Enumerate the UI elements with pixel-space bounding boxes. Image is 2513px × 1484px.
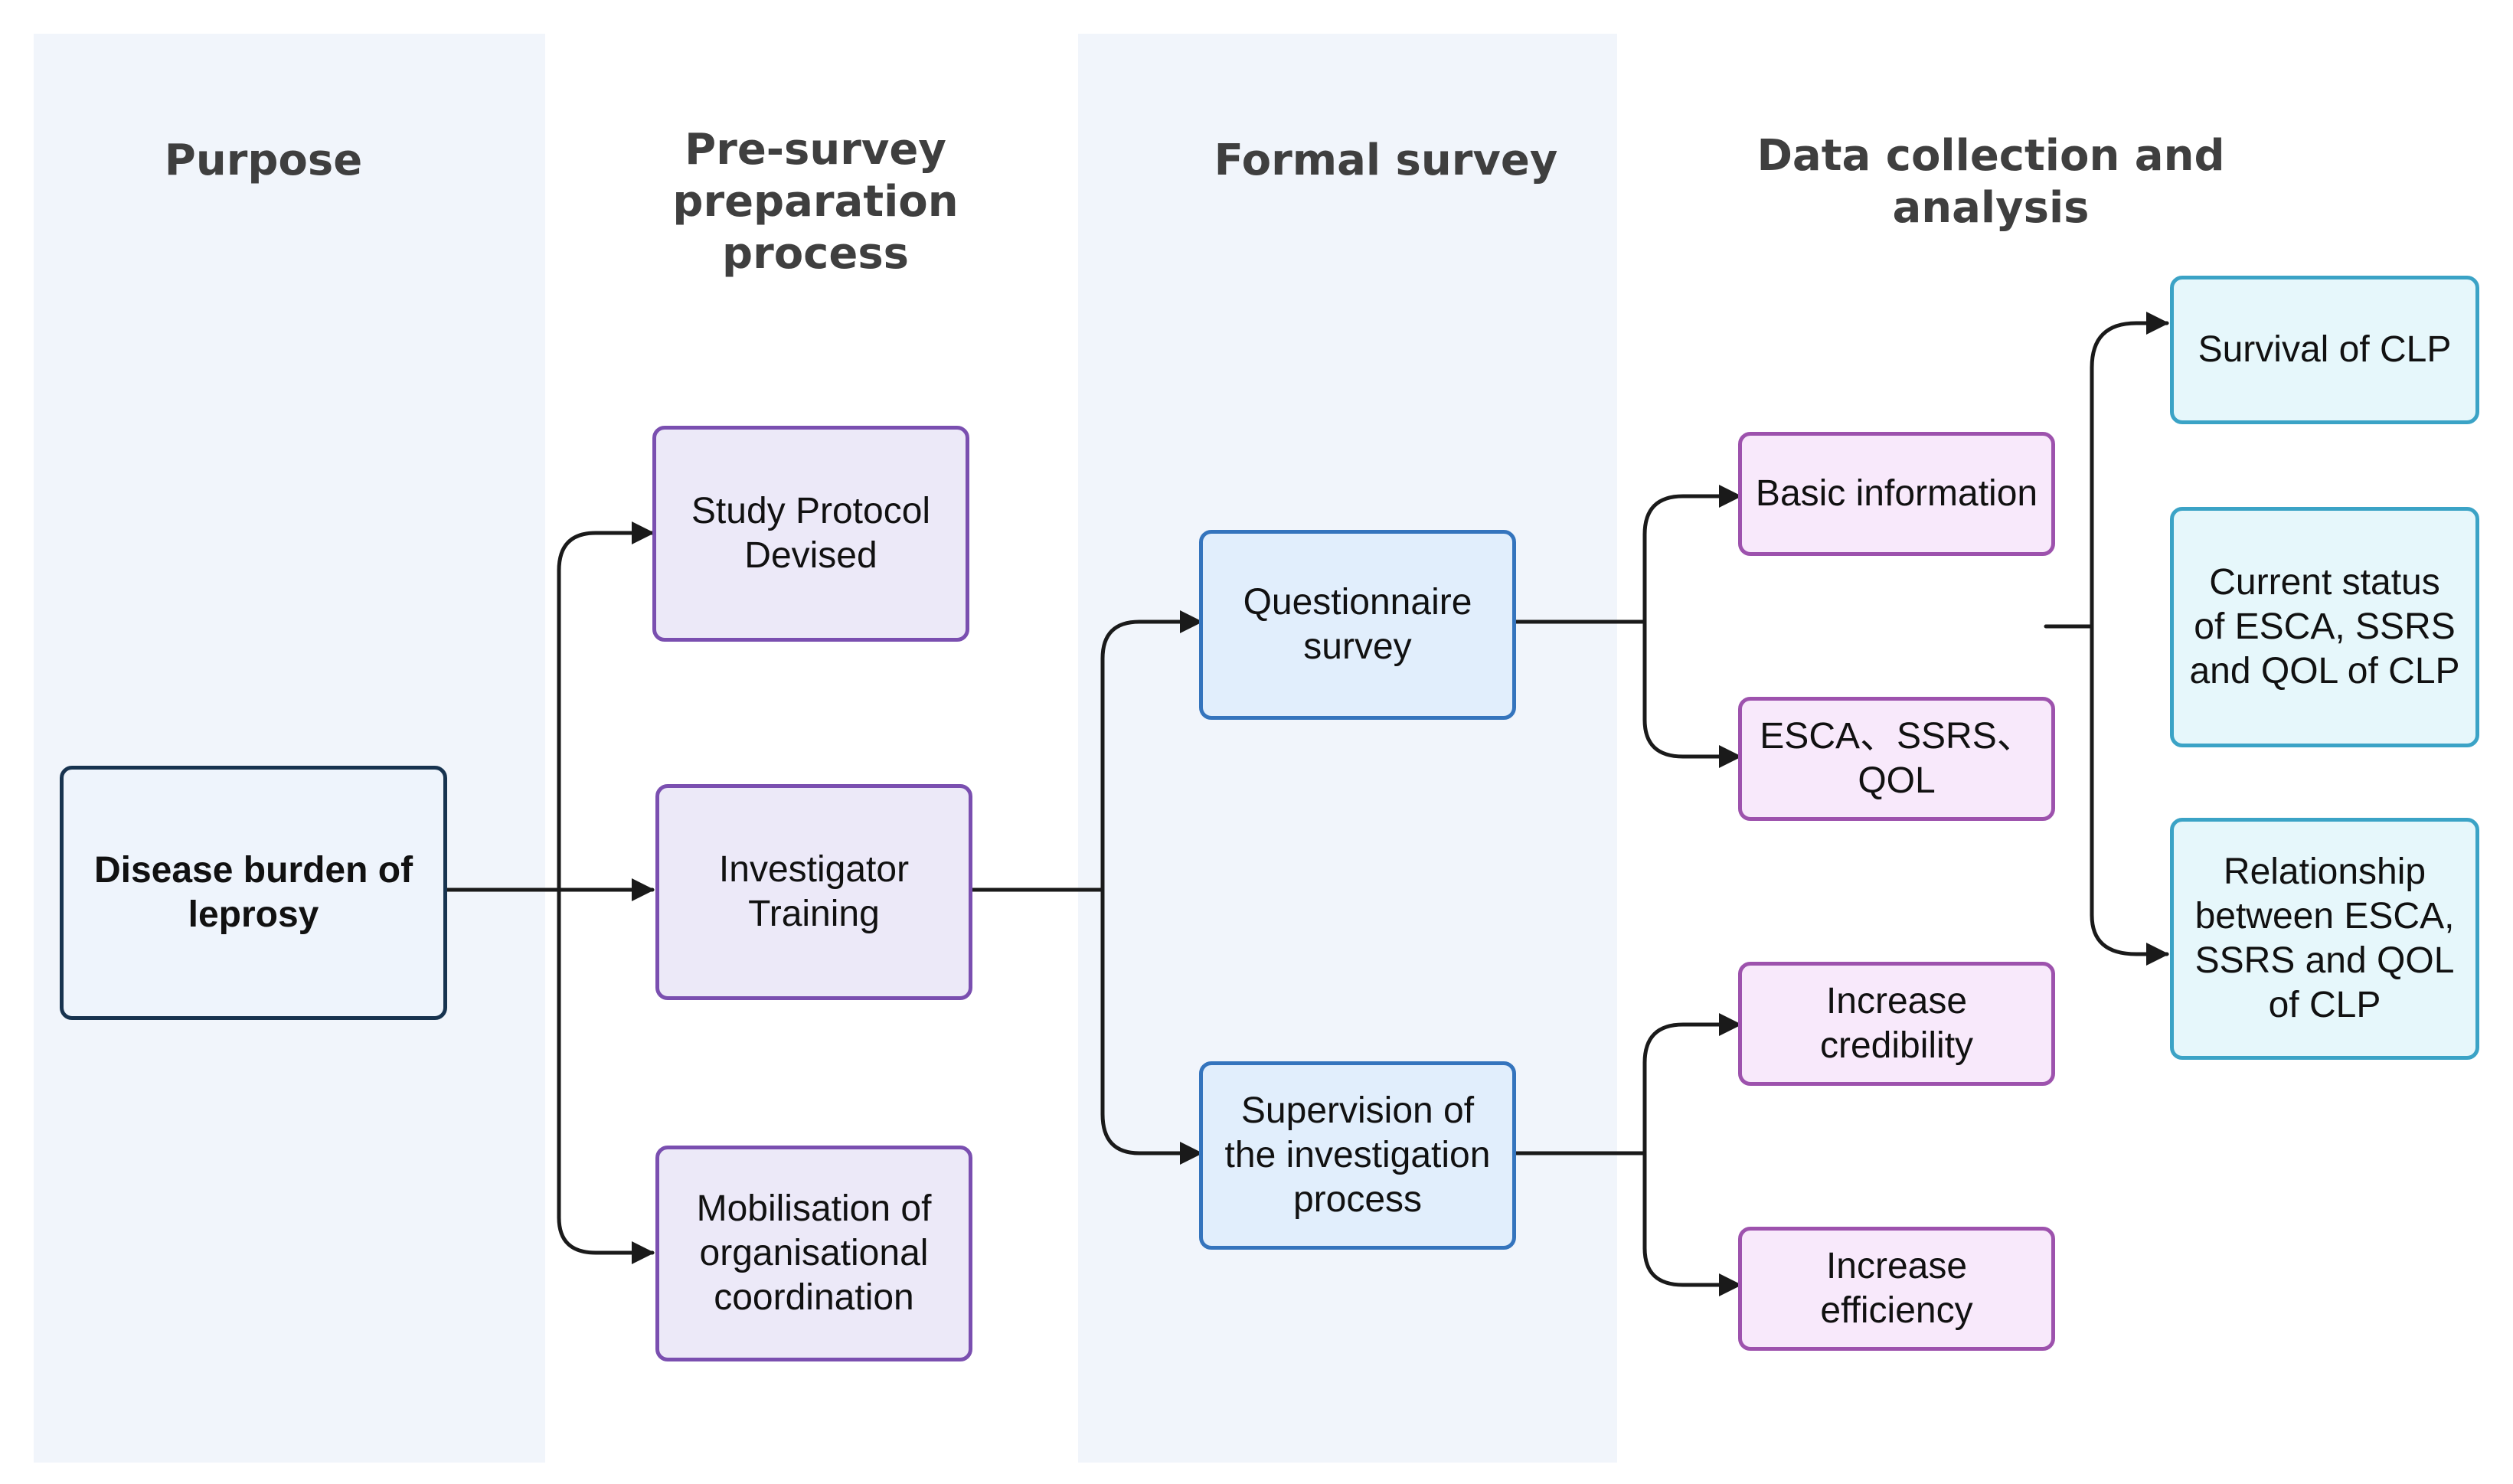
connector-to-credibility (1642, 1013, 1742, 1065)
band-purpose (34, 34, 545, 1463)
connector-to-basic-info (1642, 485, 1742, 537)
node-mobilisation-line3: coordination (714, 1277, 914, 1318)
node-supervision-line3: process (1292, 1179, 1423, 1220)
node-esca-ssrs-qol-line2: QOL (1858, 760, 1936, 801)
node-disease-burden: Disease burden of leprosy (60, 766, 447, 1020)
connector-to-questionnaire (1100, 610, 1203, 661)
connector-to-study-protocol (557, 521, 655, 573)
node-survival-of-clp: Survival of CLP (2170, 276, 2479, 424)
node-current-status-line1: Current status (2209, 562, 2440, 603)
node-increase-efficiency-line2: efficiency (1820, 1290, 1973, 1331)
node-questionnaire-survey: Questionnaire survey (1199, 530, 1516, 720)
node-current-status-line3: and QOL of CLP (2189, 651, 2460, 691)
connector-to-esca (1642, 717, 1742, 768)
node-mobilisation: Mobilisation of organisational coordinat… (655, 1146, 972, 1361)
node-mobilisation-line1: Mobilisation of (696, 1188, 932, 1229)
node-disease-burden-line1: Disease burden of (93, 850, 413, 891)
node-supervision-line2: the investigation (1224, 1135, 1491, 1175)
node-study-protocol-line2: Devised (744, 535, 877, 576)
column-title-pre-survey-line2: preparation process (672, 177, 959, 279)
node-disease-burden-line2: leprosy (188, 894, 319, 935)
node-relationship: Relationship between ESCA, SSRS and QOL … (2170, 818, 2479, 1060)
node-basic-information-line1: Basic information (1755, 473, 2038, 514)
node-study-protocol: Study Protocol Devised (652, 426, 969, 642)
node-mobilisation-line2: organisational (699, 1233, 929, 1273)
node-current-status-line2: of ESCA, SSRS (2194, 606, 2456, 647)
node-survival-line1: Survival of CLP (2198, 329, 2452, 370)
column-title-pre-survey-line1: Pre-survey (685, 125, 946, 175)
node-relationship-line2: between ESCA, (2194, 896, 2455, 936)
node-questionnaire-line2: survey (1303, 626, 1412, 667)
column-title-data-collection: Data collection and analysis (1669, 130, 2312, 234)
connector-to-survival (2090, 312, 2169, 370)
connector-to-relationship (2090, 913, 2169, 966)
column-title-formal-survey-text: Formal survey (1214, 136, 1558, 185)
column-title-data-collection-text: Data collection and analysis (1756, 131, 2225, 233)
node-investigator-training-line2: Training (748, 894, 880, 934)
node-questionnaire-line1: Questionnaire (1243, 582, 1472, 623)
node-supervision-line1: Supervision of (1240, 1090, 1475, 1131)
column-title-purpose: Purpose (34, 135, 493, 187)
node-esca-ssrs-qol: ESCA、SSRS、 QOL (1738, 697, 2055, 821)
connector-to-supervision (1100, 1112, 1203, 1165)
connector-to-mobilisation (557, 1215, 655, 1264)
node-increase-efficiency: Increase efficiency (1738, 1227, 2055, 1351)
node-investigator-training-line1: Investigator (718, 849, 910, 890)
node-current-status: Current status of ESCA, SSRS and QOL of … (2170, 507, 2479, 747)
node-increase-efficiency-line1: Increase (1825, 1246, 1968, 1286)
node-increase-credibility: Increase credibility (1738, 962, 2055, 1086)
node-relationship-line4: of CLP (2268, 985, 2381, 1025)
node-supervision: Supervision of the investigation process (1199, 1061, 1516, 1250)
node-relationship-line3: SSRS and QOL (2194, 940, 2455, 981)
node-study-protocol-line1: Study Protocol (691, 491, 931, 531)
node-increase-credibility-line2: credibility (1819, 1025, 1974, 1066)
connector-to-efficiency (1642, 1246, 1742, 1296)
node-relationship-line1: Relationship (2223, 852, 2426, 892)
node-esca-ssrs-qol-line1: ESCA、SSRS、 (1760, 716, 2034, 757)
column-title-formal-survey: Formal survey (1194, 135, 1577, 187)
node-basic-information: Basic information (1738, 432, 2055, 556)
node-increase-credibility-line1: Increase (1825, 981, 1968, 1021)
node-investigator-training: Investigator Training (655, 784, 972, 1000)
column-title-purpose-text: Purpose (164, 136, 363, 185)
column-title-pre-survey: Pre-survey preparation process (582, 124, 1049, 280)
